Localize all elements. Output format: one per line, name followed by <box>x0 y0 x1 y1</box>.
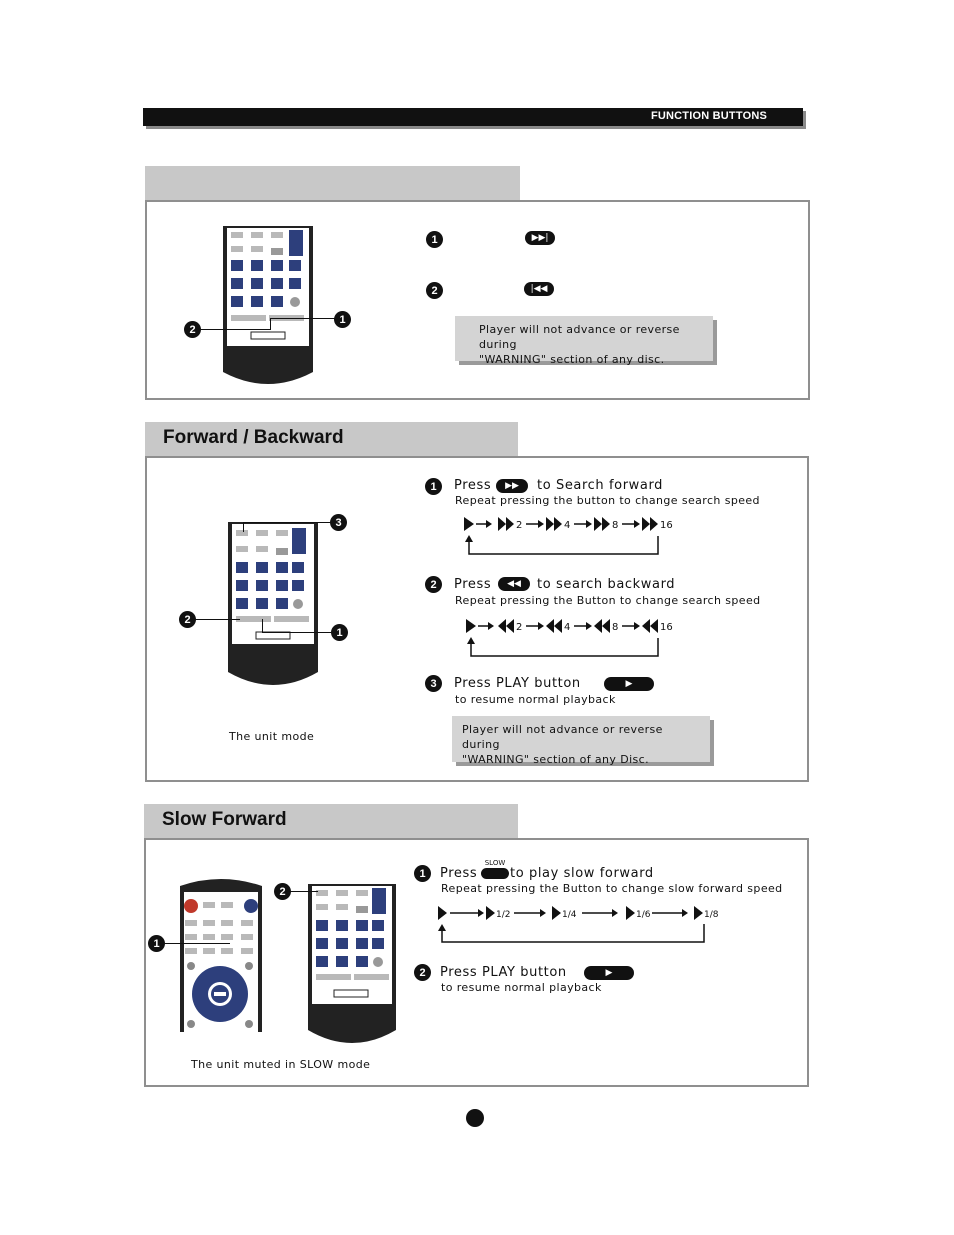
speed-label: 4 <box>564 622 570 633</box>
backward-speed-diagram: 2 4 8 16 <box>466 619 673 657</box>
step2-bullet: 2 <box>414 964 431 981</box>
step1-press: Press <box>454 478 492 493</box>
full-remote-illustration <box>180 879 262 1032</box>
callout-2: 2 <box>274 883 291 900</box>
step2-bullet: 2 <box>426 282 443 299</box>
speed-label: 8 <box>612 520 618 531</box>
speed-label: 1/4 <box>562 910 577 920</box>
speed-label: 16 <box>660 622 673 633</box>
speed-label: 4 <box>564 520 570 531</box>
step3-text: Press PLAY button <box>454 676 581 691</box>
slow-speed-diagram: 1/2 1/4 1/6 1/8 <box>438 906 719 943</box>
section3-caption: The unit muted in SLOW mode <box>191 1058 371 1071</box>
header-title: FUNCTION BUTTONS <box>650 110 767 122</box>
step1-sub: Repeat pressing the Button to change slo… <box>441 882 783 895</box>
play-button-icon: ▶ <box>604 677 654 691</box>
callout-line <box>243 522 331 523</box>
warning-line2: "WARNING" section of any Disc. <box>462 753 650 766</box>
callout-2: 2 <box>184 321 201 338</box>
section2-warning: Player will not advance or reverse durin… <box>452 716 710 766</box>
callout-line <box>165 943 230 944</box>
callout-line <box>270 318 271 330</box>
speed-label: 1/8 <box>704 910 719 920</box>
section1-warning: Player will not advance or reverse durin… <box>455 316 713 366</box>
prev-button-icon: |◀◀ <box>524 282 554 296</box>
callout-line <box>243 522 244 532</box>
remote-illustration <box>228 522 318 685</box>
step1-action: to Search forward <box>537 478 664 493</box>
step2-sub: Repeat pressing the Button to change sea… <box>455 594 761 607</box>
step3-sub: to resume normal playback <box>455 693 616 706</box>
section2-caption: The unit mode <box>229 730 315 743</box>
step1-bullet: 1 <box>426 231 443 248</box>
step2-bullet: 2 <box>425 576 442 593</box>
page-marker <box>466 1109 484 1127</box>
speed-label: 2 <box>516 622 522 633</box>
step1-bullet: 1 <box>414 865 431 882</box>
callout-3: 3 <box>330 514 347 531</box>
slow-button-icon <box>481 868 509 879</box>
callout-line <box>290 891 318 892</box>
speed-label: 1/2 <box>496 910 510 920</box>
step3-bullet: 3 <box>425 675 442 692</box>
step2-text: Press PLAY button <box>440 965 567 980</box>
remote-illustration <box>223 226 313 384</box>
step2-action: to search backward <box>537 577 676 592</box>
step1-press: Press <box>440 866 478 881</box>
callout-line <box>262 619 263 632</box>
slow-button-label: SLOW <box>484 859 506 867</box>
forward-speed-diagram: 2 4 8 16 <box>464 517 673 555</box>
warning-line1: Player will not advance or reverse durin… <box>479 323 680 351</box>
callout-line <box>270 318 335 319</box>
callout-line <box>200 329 270 330</box>
rew-button-icon: ◀◀ <box>498 577 530 591</box>
speed-label: 8 <box>612 622 618 633</box>
callout-line <box>195 619 240 620</box>
warning-line1: Player will not advance or reverse durin… <box>462 723 663 751</box>
speed-label: 1/6 <box>636 910 651 920</box>
section3-tab: Slow Forward <box>144 804 518 838</box>
next-button-icon: ▶▶| <box>525 231 555 245</box>
step1-sub: Repeat pressing the button to change sea… <box>455 494 760 507</box>
callout-line <box>262 632 332 633</box>
step2-sub: to resume normal playback <box>441 981 602 994</box>
section3-title: Slow Forward <box>162 809 287 830</box>
header-bar: FUNCTION BUTTONS <box>143 108 803 126</box>
warning-line2: "WARNING" section of any disc. <box>479 353 665 366</box>
ff-button-icon: ▶▶ <box>496 479 528 493</box>
speed-label: 16 <box>660 520 673 531</box>
callout-1: 1 <box>148 935 165 952</box>
remote-illustration <box>308 884 396 1043</box>
play-button-icon: ▶ <box>584 966 634 980</box>
speed-label: 2 <box>516 520 522 531</box>
section1-tab <box>145 166 520 200</box>
step1-action: to play slow forward <box>510 866 654 881</box>
section2-title: Forward / Backward <box>163 427 344 448</box>
callout-2: 2 <box>179 611 196 628</box>
callout-1: 1 <box>331 624 348 641</box>
callout-1: 1 <box>334 311 351 328</box>
step1-bullet: 1 <box>425 478 442 495</box>
step2-press: Press <box>454 577 492 592</box>
section2-tab: Forward / Backward <box>145 422 518 456</box>
